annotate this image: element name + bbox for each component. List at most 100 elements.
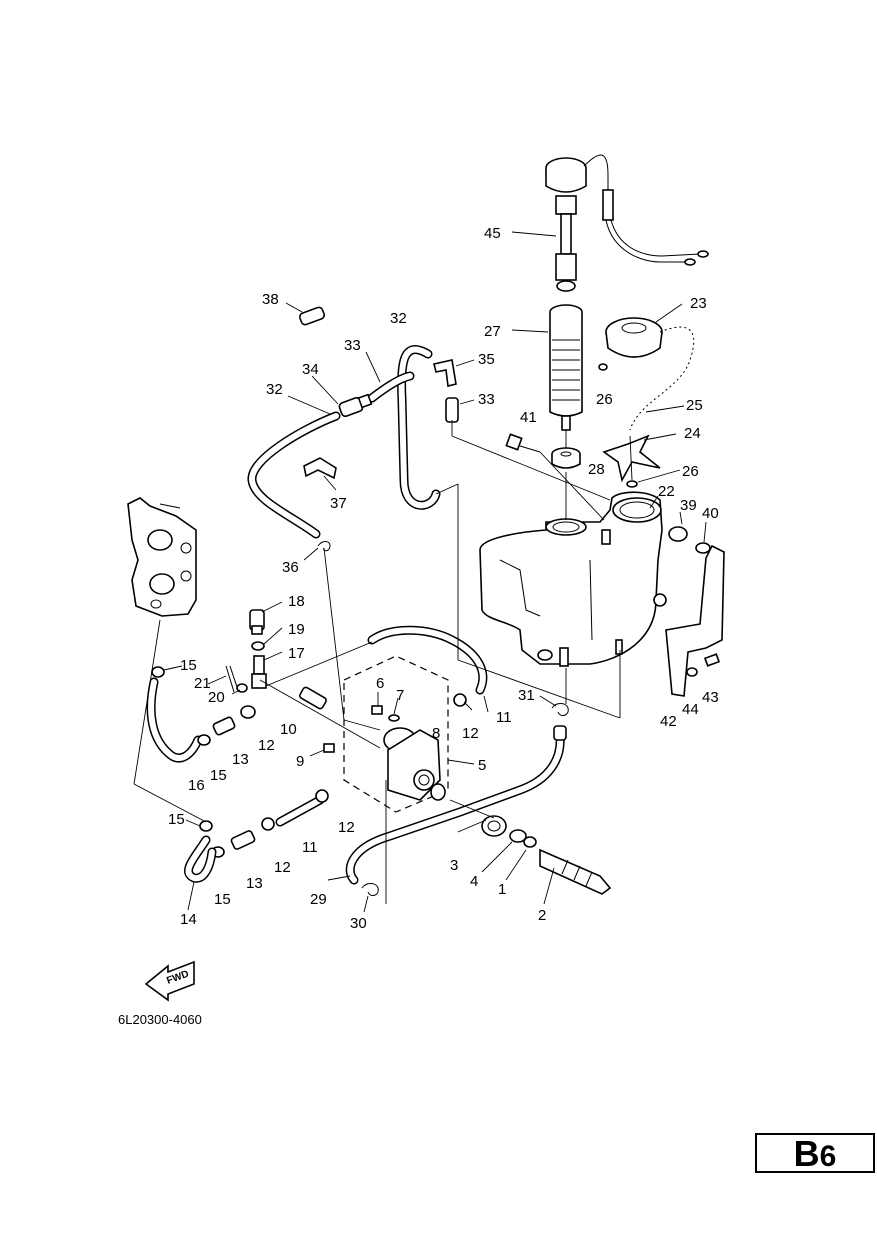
part-29-hose-bottom: [345, 731, 565, 885]
callout-11: 11: [302, 839, 318, 856]
part-33-tube: [445, 397, 459, 423]
part-30-clip: [361, 883, 379, 896]
part-34-joint: [338, 393, 373, 418]
part-11-hose-lower: [275, 795, 325, 827]
part-12-clamp: [453, 693, 467, 707]
part-40-collar: [695, 542, 711, 554]
callout-41: 41: [520, 409, 537, 426]
drawing-code: 6L20300-4060: [118, 1012, 202, 1027]
callout-44: 44: [682, 701, 699, 718]
callout-2: 2: [538, 907, 546, 924]
part-13-joint: [230, 830, 256, 850]
part-31-tube: [553, 725, 567, 741]
callout-32: 32: [390, 310, 407, 327]
callout-13: 13: [246, 875, 263, 892]
callout-32: 32: [266, 381, 283, 398]
callout-27: 27: [484, 323, 501, 340]
callout-37: 37: [330, 495, 347, 512]
page-number-box: B6: [755, 1133, 875, 1173]
part-45-oil-level-sensor: [545, 154, 709, 292]
fwd-arrow-icon: FWD: [144, 960, 195, 1002]
callout-9: 9: [296, 753, 304, 770]
callout-42: 42: [660, 713, 677, 730]
callout-5: 5: [478, 757, 486, 774]
part-12-clamp: [261, 817, 275, 831]
callout-19: 19: [288, 621, 305, 638]
part-15-clip: [199, 820, 213, 832]
callout-1: 1: [498, 881, 506, 898]
callout-13: 13: [232, 751, 249, 768]
part-38-cap: [298, 306, 326, 326]
callout-33: 33: [478, 391, 495, 408]
callout-25: 25: [686, 397, 703, 414]
part-32-hose-left: [247, 411, 341, 539]
part-12-clamp: [240, 705, 256, 719]
part-28-grommet: [551, 447, 581, 469]
callouts: 45 38 32 27 23 33 35 26 34 32 33 25 41 2…: [168, 225, 719, 932]
callout-4: 4: [470, 873, 478, 890]
part-32-hose-vertical: [397, 345, 441, 510]
part-25-chain: [629, 326, 695, 431]
part-43-bolt: [703, 653, 721, 667]
callout-20: 20: [208, 689, 225, 706]
callout-34: 34: [302, 361, 319, 378]
callout-12: 12: [258, 737, 275, 754]
page-number: 6: [819, 1140, 837, 1173]
callout-12: 12: [462, 725, 479, 742]
callout-12: 12: [274, 859, 291, 876]
callout-21: 21: [194, 675, 211, 692]
part-18-fitting: [249, 609, 265, 635]
part-16-hose-left: [146, 677, 203, 763]
callout-29: 29: [310, 891, 327, 908]
part-3-seal: [481, 815, 507, 837]
callout-14: 14: [180, 911, 197, 928]
callout-30: 30: [350, 915, 367, 932]
callout-26: 26: [596, 391, 613, 408]
callout-12: 12: [338, 819, 355, 836]
part-26-washer: [626, 480, 638, 488]
part-31-clip: [551, 703, 569, 716]
callout-15: 15: [210, 767, 227, 784]
part-6-bolt: [371, 705, 383, 715]
part-35-elbow: [433, 359, 457, 387]
part-12-clamp: [315, 789, 329, 803]
callout-15: 15: [168, 811, 185, 828]
callout-3: 3: [450, 857, 458, 874]
part-24-retainer: [602, 434, 661, 483]
part-1-o-ring: [523, 836, 537, 848]
callout-28: 28: [588, 461, 605, 478]
part-4-o-ring: [509, 829, 527, 843]
part-33-hose-short: [367, 371, 415, 403]
page-letter: B: [793, 1133, 820, 1174]
callout-45: 45: [484, 225, 501, 242]
callout-18: 18: [288, 593, 305, 610]
callout-35: 35: [478, 351, 495, 368]
callout-24: 24: [684, 425, 701, 442]
callout-6: 6: [376, 675, 384, 692]
callout-17: 17: [288, 645, 305, 662]
callout-39: 39: [680, 497, 697, 514]
callout-8: 8: [432, 725, 440, 742]
callout-7: 7: [396, 687, 404, 704]
part-15-clip: [197, 734, 211, 746]
leader-lines: [133, 231, 707, 913]
part-41-bolt: [505, 433, 541, 453]
part-10-filter: [299, 686, 327, 710]
part-21-pin: [225, 665, 239, 693]
part-26-washer: [598, 363, 608, 371]
callout-36: 36: [282, 559, 299, 576]
callout-15: 15: [180, 657, 197, 674]
part-17-valve: [251, 655, 267, 689]
part-42-bracket: [665, 544, 725, 697]
callout-31: 31: [518, 687, 535, 704]
part-13-joint: [212, 716, 236, 736]
callout-15: 15: [214, 891, 231, 908]
part-7-washer: [388, 714, 400, 722]
part-5-pump-boundary: [343, 655, 449, 813]
part-2-drive-gear: [539, 848, 612, 895]
callout-38: 38: [262, 291, 279, 308]
callout-16: 16: [188, 777, 205, 794]
callout-33: 33: [344, 337, 361, 354]
callout-26: 26: [682, 463, 699, 480]
